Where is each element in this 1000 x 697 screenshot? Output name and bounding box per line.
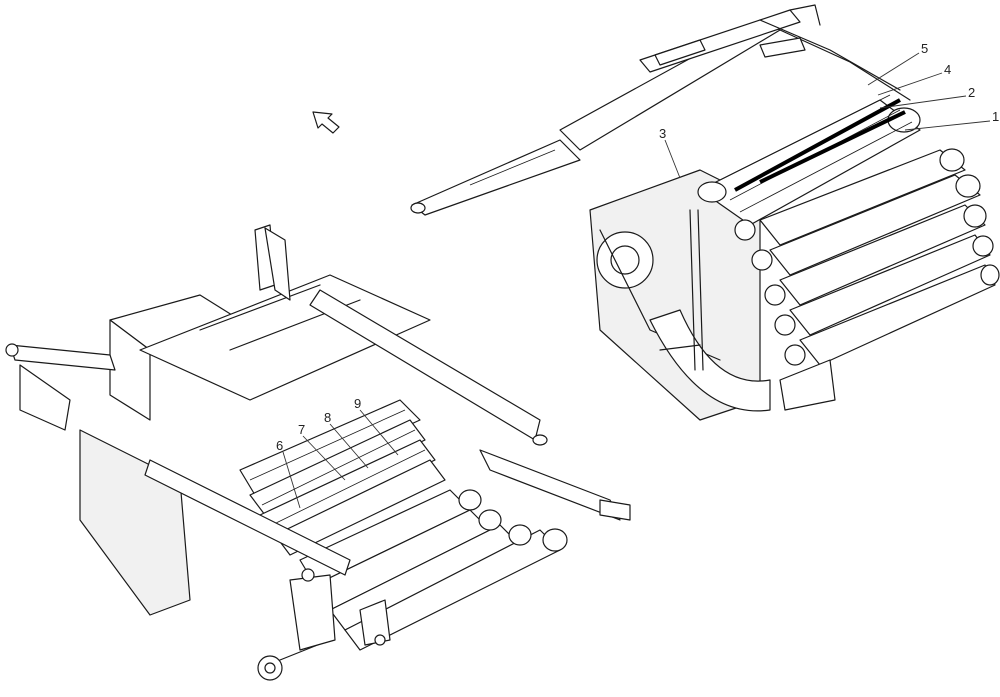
front-frame-assembly bbox=[5, 224, 631, 681]
callout-6: 6 bbox=[276, 438, 283, 453]
callout-2: 2 bbox=[968, 85, 975, 100]
callout-4: 4 bbox=[944, 62, 951, 77]
direction-arrow-icon bbox=[312, 111, 340, 134]
callout-labels: 1 2 3 4 5 6 7 8 9 bbox=[276, 41, 999, 509]
callout-9: 9 bbox=[354, 396, 361, 411]
callout-1: 1 bbox=[992, 109, 999, 124]
callout-3: 3 bbox=[659, 126, 666, 141]
callout-8: 8 bbox=[324, 410, 331, 425]
rear-chamber-assembly bbox=[410, 4, 1000, 421]
callout-5: 5 bbox=[921, 41, 928, 56]
callout-7: 7 bbox=[298, 422, 305, 437]
